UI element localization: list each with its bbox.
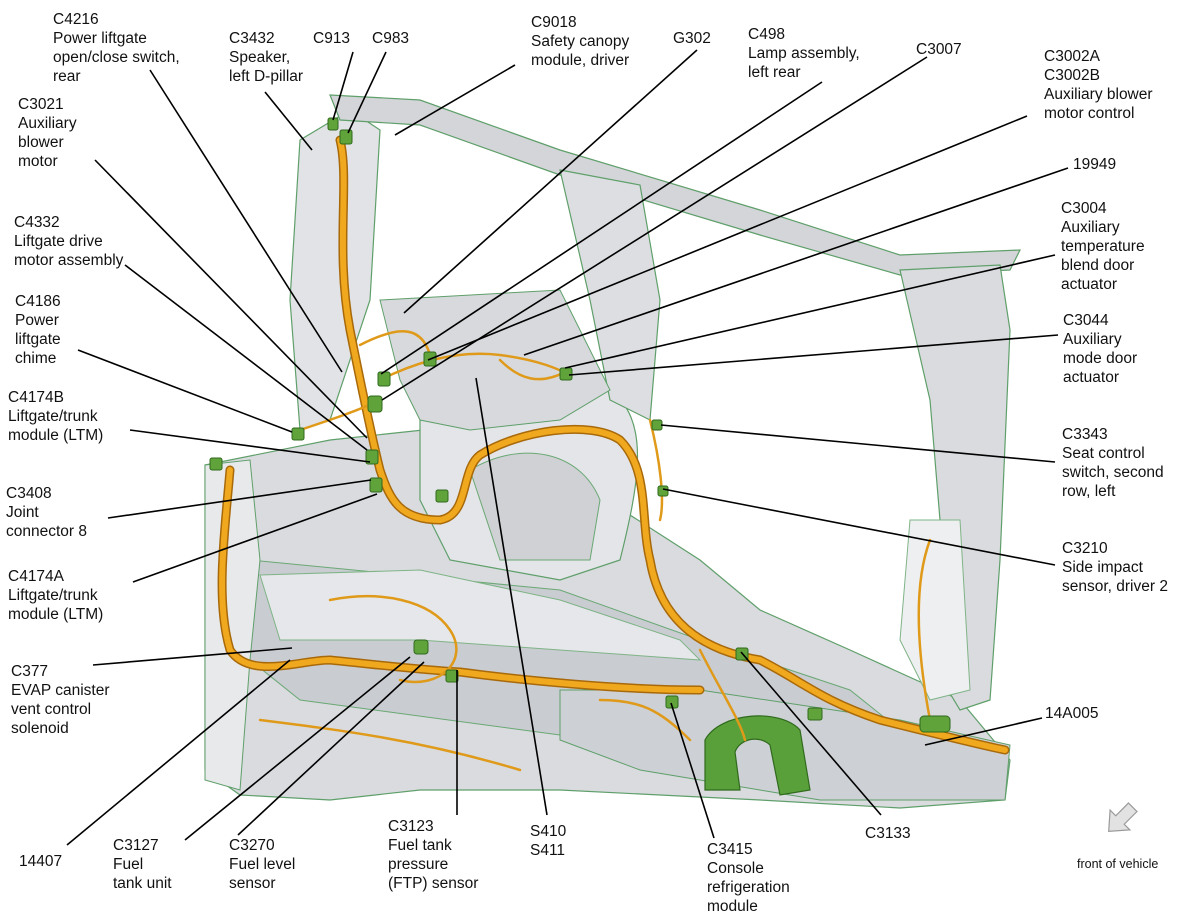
label-14407: 14407 [19, 853, 63, 870]
label-c4174b: C4174B Liftgate/trunk module (LTM) [8, 389, 104, 444]
label-c9018: C9018 Safety canopy module, driver [531, 14, 630, 69]
label-c3343: C3343 Seat control switch, second row, l… [1062, 426, 1164, 500]
label-c983: C983 [372, 30, 410, 47]
label-c3021: C3021 Auxiliary blower motor [18, 96, 77, 170]
arrow-down-right-icon [1108, 802, 1138, 832]
label-front-of-vehicle: front of vehicle [1077, 857, 1159, 871]
label-c3270: C3270 Fuel level sensor [229, 837, 296, 892]
label-c377: C377 EVAP canister vent control solenoid [11, 663, 110, 737]
label-c3002: C3002A C3002B Auxiliary blower motor con… [1044, 48, 1153, 122]
wiring-harness [217, 135, 1010, 772]
label-c3007: C3007 [916, 41, 962, 58]
label-c3127: C3127 Fuel tank unit [113, 837, 172, 892]
label-14a005: 14A005 [1045, 705, 1099, 722]
connectors [209, 117, 951, 733]
label-c3133: C3133 [865, 825, 911, 842]
label-19949: 19949 [1073, 156, 1117, 173]
label-c4216: C4216 Power liftgate open/close switch, … [53, 11, 180, 85]
leader-lines [66, 49, 1069, 846]
label-c913: C913 [313, 30, 351, 47]
label-c3044: C3044 Auxiliary mode door actuator [1063, 312, 1138, 386]
label-c498: C498 Lamp assembly, left rear [748, 26, 860, 81]
label-c3408: C3408 Joint connector 8 [6, 485, 87, 540]
label-c3123: C3123 Fuel tank pressure (FTP) sensor [388, 818, 479, 892]
label-s410-s411: S410 S411 [530, 823, 567, 859]
label-g302: G302 [673, 30, 711, 47]
label-c3004: C3004 Auxiliary temperature blend door a… [1061, 200, 1145, 293]
label-c3415: C3415 Console refrigeration module [707, 841, 790, 915]
label-c4174a: C4174A Liftgate/trunk module (LTM) [8, 568, 104, 623]
label-c3432: C3432 Speaker, left D-pillar [229, 30, 304, 85]
label-c3210: C3210 Side impact sensor, driver 2 [1062, 540, 1168, 595]
label-c4332: C4332 Liftgate drive motor assembly [14, 214, 124, 269]
label-c4186: C4186 Power liftgate chime [15, 293, 61, 367]
